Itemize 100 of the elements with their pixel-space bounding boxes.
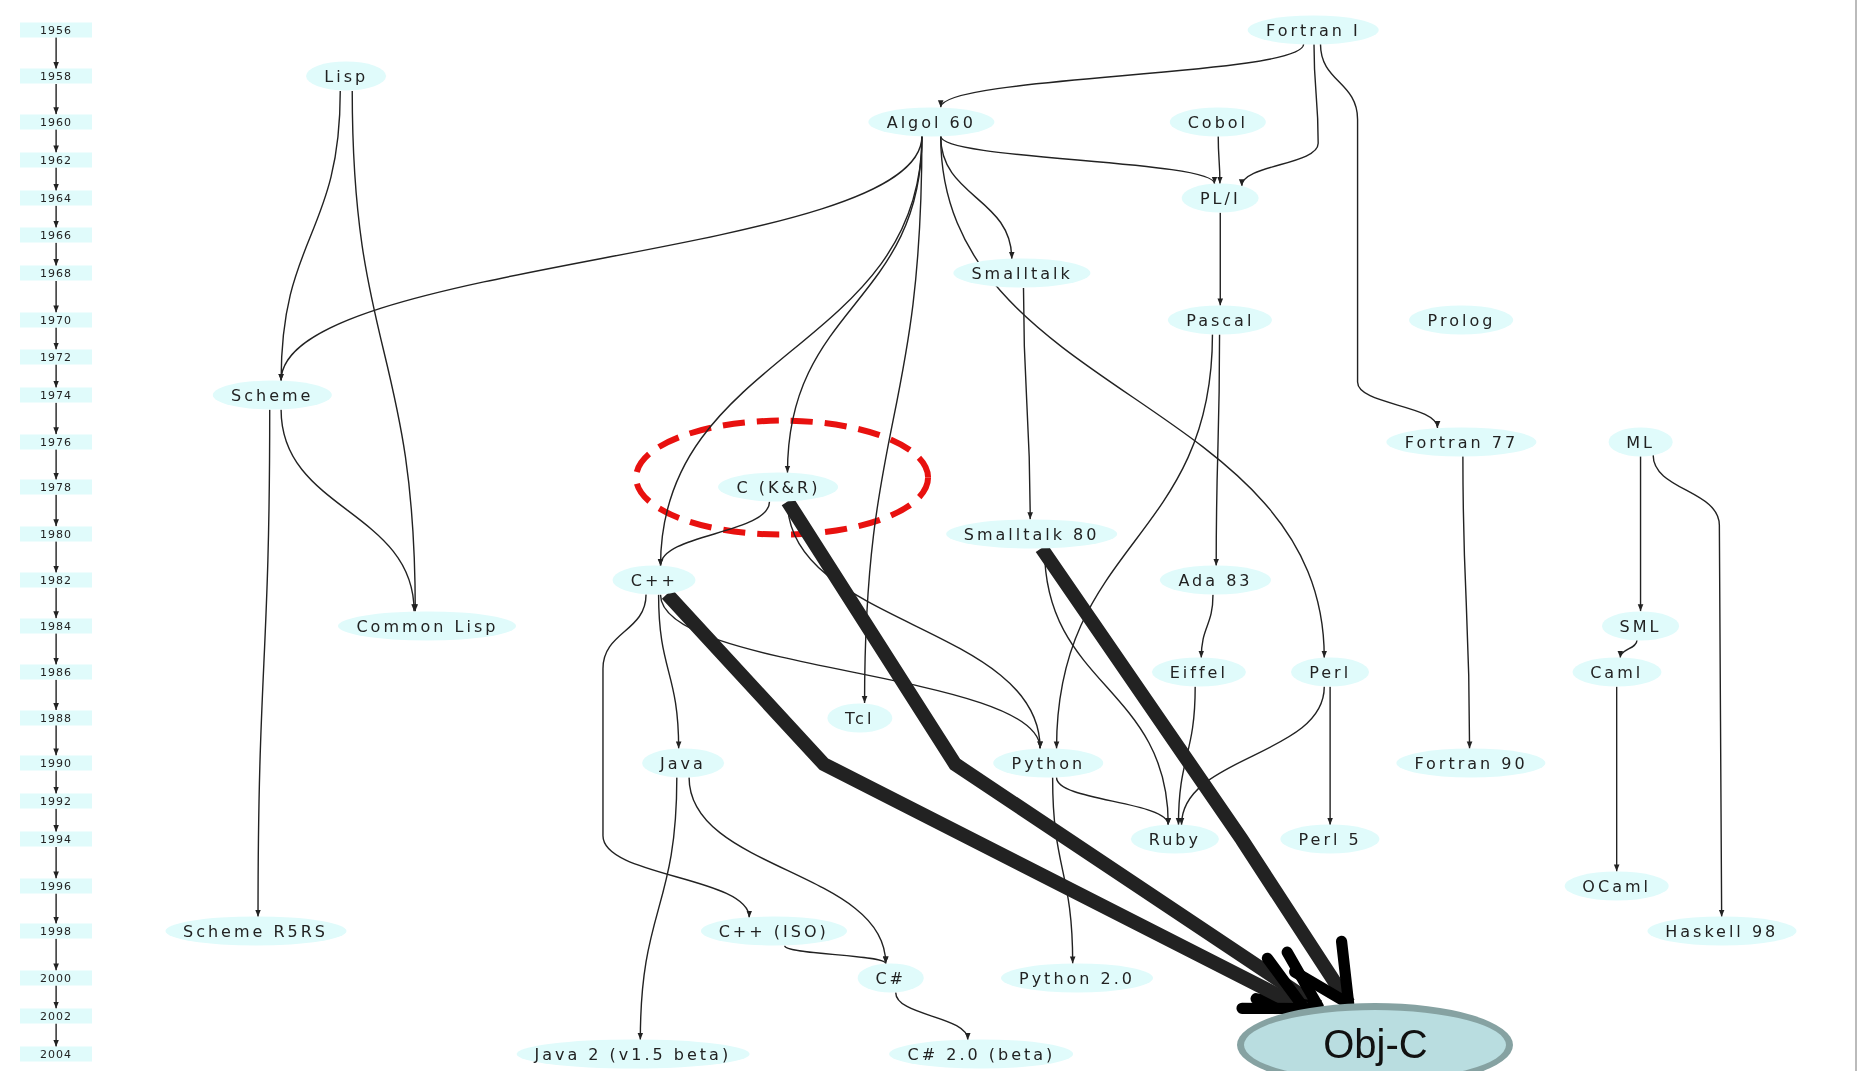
language-node: C (K&R) [718,472,839,502]
arrow [783,945,887,965]
arrow [895,991,969,1041]
arrow [53,587,59,619]
arrow [659,500,771,567]
year-label: 1984 [20,618,93,634]
arrow [637,776,678,1041]
arrow [1652,454,1725,918]
year-label: 1998 [20,923,93,939]
year-label: 1976 [20,434,93,450]
arrow [940,135,1216,185]
arrow [1213,333,1221,567]
year-label: 1972 [20,349,93,365]
arrow [53,363,59,389]
language-node: Tcl [827,703,893,733]
language-node: Eiffel [1151,657,1246,687]
arrow [1462,455,1473,750]
year-label: 1956 [20,22,93,38]
language-node: Lisp [306,61,387,91]
language-node: Ruby [1130,824,1219,854]
year-label: 1962 [20,152,93,168]
language-node: Java 2 (v1.5 beta) [516,1039,750,1069]
arrow [53,1022,59,1048]
language-node: C# [857,963,924,993]
year-label: 1988 [20,710,93,726]
arrow [53,448,59,481]
year-label: 1964 [20,190,93,206]
language-node: Smalltalk [953,258,1091,288]
arrow [53,83,59,115]
year-label: 1986 [20,664,93,680]
arrow [53,892,59,925]
year-label: 1980 [20,526,93,542]
year-label: 1960 [20,114,93,130]
arrow [53,166,59,192]
language-node: Scheme R5RS [165,916,347,946]
language-node: Fortran 77 [1386,427,1537,457]
arrow [1217,212,1224,307]
language-node: Common Lisp [338,611,517,641]
arrow [657,594,682,750]
arrow [53,242,59,267]
year-label: 2004 [20,1046,93,1062]
arrow [1241,43,1319,187]
arrow [280,409,417,612]
year-label: 1996 [20,878,93,894]
language-node: C# 2.0 (beta) [889,1039,1074,1069]
language-node: Scheme [213,380,332,410]
arrow [1198,594,1214,659]
language-node: Pascal [1168,305,1273,335]
arrow [53,724,59,757]
arrow [53,128,59,154]
arrow [53,36,59,70]
language-node: Fortran I [1248,15,1379,45]
language-node: Python [993,748,1104,778]
arrow [1022,287,1033,520]
year-label: 1958 [20,68,93,84]
language-node: Cobol [1169,107,1267,137]
language-node: SML [1601,611,1680,641]
arrow [940,135,1327,659]
language-node: Prolog [1409,305,1514,335]
arrow [1054,333,1214,750]
language-node: Perl [1291,657,1370,687]
arrow [861,135,923,704]
arrow [53,632,59,666]
arrow [1217,135,1223,185]
year-label: 1992 [20,793,93,809]
arrow [53,205,59,229]
arrow [1051,776,1076,965]
arrow [1179,686,1325,826]
arrow [53,769,59,795]
language-node: Smalltalk 80 [945,519,1118,549]
arrow [53,984,59,1010]
language-node: Perl 5 [1280,824,1380,854]
arrow [1618,639,1638,659]
arrow [255,409,271,918]
language-node: Ada 83 [1160,565,1271,595]
year-label: 2002 [20,1008,93,1024]
language-node: ML [1608,427,1673,457]
year-label: 1978 [20,479,93,495]
language-node: PL/I [1181,183,1259,213]
language-node: Java [642,748,724,778]
arrow [1637,455,1644,612]
language-node: Fortran 90 [1396,748,1546,778]
arrow [659,594,1041,750]
year-label: 1982 [20,572,93,588]
year-label: 1974 [20,387,93,403]
year-label: 2000 [20,970,93,986]
language-node: Caml [1572,657,1662,687]
arrow [1613,686,1620,873]
language-node: C++ [612,565,696,595]
arrow [602,593,750,919]
highlighted-language-ellipse: Obj-C [1237,1002,1514,1071]
language-node: OCaml [1564,871,1669,901]
year-label: 1994 [20,831,93,847]
year-label: 1968 [20,265,93,281]
arrow [1327,686,1333,826]
arrow [53,540,59,574]
arrow [53,326,59,351]
arrow [53,493,59,527]
arrow [53,679,59,711]
year-label: 1966 [20,227,93,243]
